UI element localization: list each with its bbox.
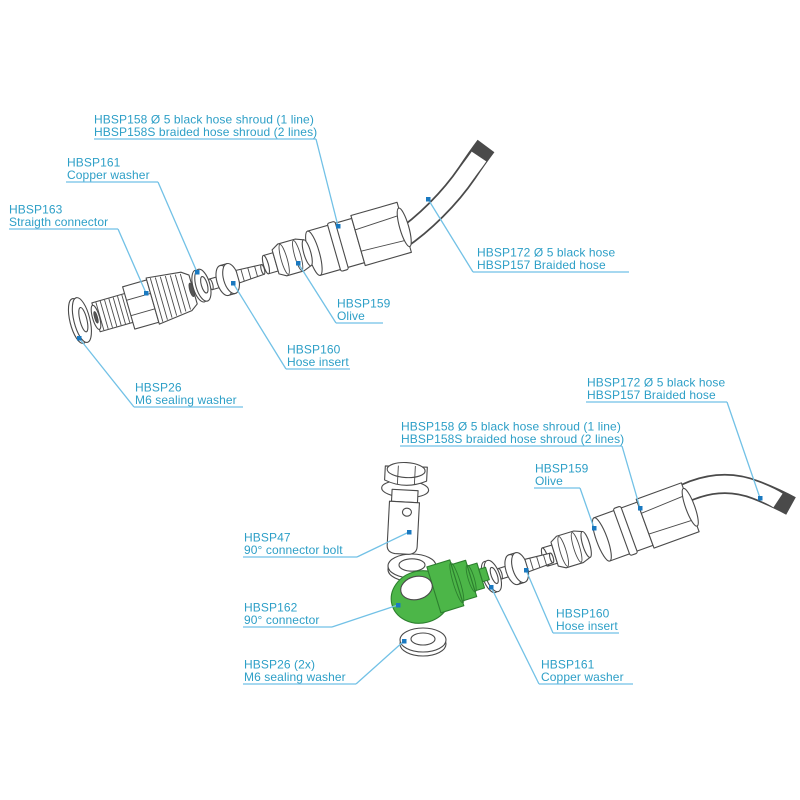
hose-shroud-drawing-top — [305, 201, 412, 276]
part-desc-line: Copper washer — [67, 168, 150, 182]
part-desc-line: Straigth connector — [9, 215, 108, 229]
hose-shroud-drawing-bottom — [591, 482, 700, 562]
label-hbsp162: HBSP162 90° connector — [244, 601, 319, 628]
part-code-line: HBSP158 Ø 5 black hose shroud (1 line) — [94, 113, 314, 127]
part-code-line: HBSP26 (2x) — [244, 658, 315, 672]
part-code-line: HBSP160 — [287, 343, 341, 357]
part-code-line: HBSP26 — [135, 381, 182, 395]
part-desc-line: M6 sealing washer — [135, 393, 237, 407]
part-code-line: HBSP172 Ø 5 black hose — [587, 376, 726, 390]
label-hbsp26-bottom: HBSP26 (2x) M6 sealing washer — [244, 658, 346, 685]
sealing-washer-drawing-top — [67, 297, 92, 344]
label-hbsp161-top: HBSP161 Copper washer — [67, 156, 150, 183]
part-code-line: HBSP158 Ø 5 black hose shroud (1 line) — [401, 420, 621, 434]
part-desc-line: Hose insert — [556, 619, 618, 633]
leader-dot — [336, 224, 341, 229]
leader-dot — [489, 585, 494, 590]
part-code-line: HBSP172 Ø 5 black hose — [477, 246, 616, 260]
leader-dot — [758, 496, 763, 501]
ninety-connector-drawing — [390, 559, 490, 624]
label-hbsp158-top: HBSP158 Ø 5 black hose shroud (1 line) H… — [94, 113, 317, 140]
leader-dot — [77, 336, 82, 341]
ninety-connector-assembly — [381, 461, 796, 657]
label-hbsp163: HBSP163 Straigth connector — [9, 203, 108, 230]
part-desc-line: 90° connector bolt — [244, 543, 343, 557]
leader-dot — [638, 506, 643, 511]
straight-connector-drawing — [90, 271, 198, 333]
part-desc-line: Hose insert — [287, 355, 349, 369]
part-code-line: HBSP47 — [244, 531, 291, 545]
part-code-line: HBSP159 — [337, 297, 391, 311]
part-desc-line: Copper washer — [541, 670, 624, 684]
label-hbsp159-top: HBSP159 Olive — [337, 297, 391, 324]
part-desc-line: M6 sealing washer — [244, 670, 346, 684]
leader-dot — [524, 568, 529, 573]
label-hbsp47: HBSP47 90° connector bolt — [244, 531, 343, 558]
part-code-line: HBSP159 — [535, 462, 589, 476]
leader-dot — [195, 270, 200, 275]
label-hbsp172-bottom: HBSP172 Ø 5 black hose HBSP157 Braided h… — [587, 376, 726, 403]
part-code-line: HBSP161 — [67, 156, 121, 170]
leader-dots — [77, 197, 763, 644]
copper-washer-drawing-top — [191, 268, 212, 303]
label-hbsp159-bottom: HBSP159 Olive — [535, 462, 589, 489]
part-desc-line: 90° connector — [244, 613, 319, 627]
part-desc-line: HBSP157 Braided hose — [477, 258, 606, 272]
label-hbsp161-bottom: HBSP161 Copper washer — [541, 658, 624, 685]
part-code-line: HBSP162 — [244, 601, 298, 615]
part-code-line: HBSP161 — [541, 658, 595, 672]
leader-dot — [396, 603, 401, 608]
leader-lines — [9, 138, 761, 685]
olive-drawing-bottom — [540, 530, 592, 569]
leader-dot — [144, 291, 149, 296]
straight-connector-assembly — [67, 139, 495, 344]
olive-drawing-top — [261, 238, 313, 277]
hose-drawing-top — [394, 139, 495, 249]
part-code-line: HBSP160 — [556, 607, 610, 621]
part-desc-line: Olive — [337, 309, 365, 323]
part-labels: HBSP158 Ø 5 black hose shroud (1 line) H… — [9, 113, 726, 685]
hose-insert-drawing-top — [208, 262, 266, 297]
leader-dot — [296, 261, 301, 266]
label-hbsp172-top: HBSP172 Ø 5 black hose HBSP157 Braided h… — [477, 246, 616, 273]
part-code-line: HBSP163 — [9, 203, 63, 217]
label-hbsp160-bottom: HBSP160 Hose insert — [556, 607, 618, 634]
connector-bolt-drawing — [381, 461, 430, 555]
sealing-washer-drawing-lower — [399, 627, 447, 657]
leader-dot — [402, 639, 407, 644]
hose-insert-drawing-bottom — [497, 552, 555, 586]
label-hbsp158-bottom: HBSP158 Ø 5 black hose shroud (1 line) H… — [401, 420, 624, 447]
leader-dot — [426, 197, 431, 202]
leader-dot — [407, 530, 412, 535]
label-hbsp160-top: HBSP160 Hose insert — [287, 343, 349, 370]
part-desc-line: Olive — [535, 474, 563, 488]
part-desc-line: HBSP158S braided hose shroud (2 lines) — [94, 125, 317, 139]
part-desc-line: HBSP157 Braided hose — [587, 388, 716, 402]
leader-dot — [231, 281, 236, 286]
label-hbsp26-top: HBSP26 M6 sealing washer — [135, 381, 237, 408]
leader-dot — [592, 526, 597, 531]
part-desc-line: HBSP158S braided hose shroud (2 lines) — [401, 432, 624, 446]
